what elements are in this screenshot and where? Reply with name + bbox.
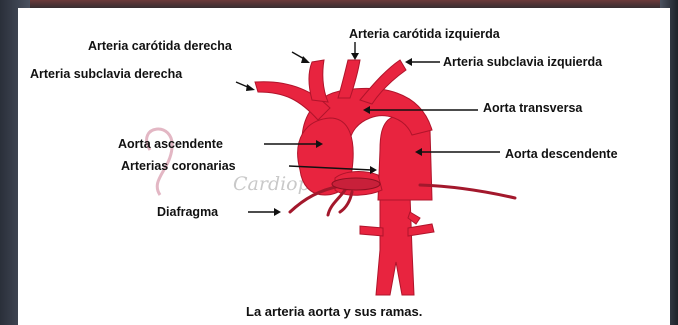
- diaphragm-band: [332, 178, 380, 190]
- diaphragm-vessel-right: [420, 185, 515, 198]
- abdominal-aorta: [376, 195, 414, 295]
- arrowhead-subclavia-izquierda: [405, 58, 412, 66]
- label-subclavia-izquierda: Arteria subclavia izquierda: [443, 55, 603, 69]
- label-carotida-derecha: Arteria carótida derecha: [88, 39, 233, 53]
- arrowhead-subclavia-derecha: [246, 84, 255, 91]
- label-aorta-descendente: Aorta descendente: [505, 147, 618, 161]
- renal-branch-right: [408, 224, 434, 236]
- label-aorta-ascendente: Aorta ascendente: [118, 137, 223, 151]
- arrowhead-carotida-izquierda: [351, 53, 359, 60]
- arrowhead-carotida-derecha: [301, 56, 310, 63]
- label-arterias-coronarias: Arterias coronarias: [121, 159, 236, 173]
- renal-branch-left: [360, 226, 383, 236]
- label-aorta-transversa: Aorta transversa: [483, 101, 583, 115]
- right-carotid-artery: [309, 60, 328, 102]
- label-carotida-izquierda: Arteria carótida izquierda: [349, 27, 501, 41]
- arrowhead-diafragma: [274, 208, 281, 216]
- label-diafragma: Diafragma: [157, 205, 219, 219]
- label-subclavia-derecha: Arteria subclavia derecha: [30, 67, 183, 81]
- diagram-caption: La arteria aorta y sus ramas.: [246, 304, 422, 319]
